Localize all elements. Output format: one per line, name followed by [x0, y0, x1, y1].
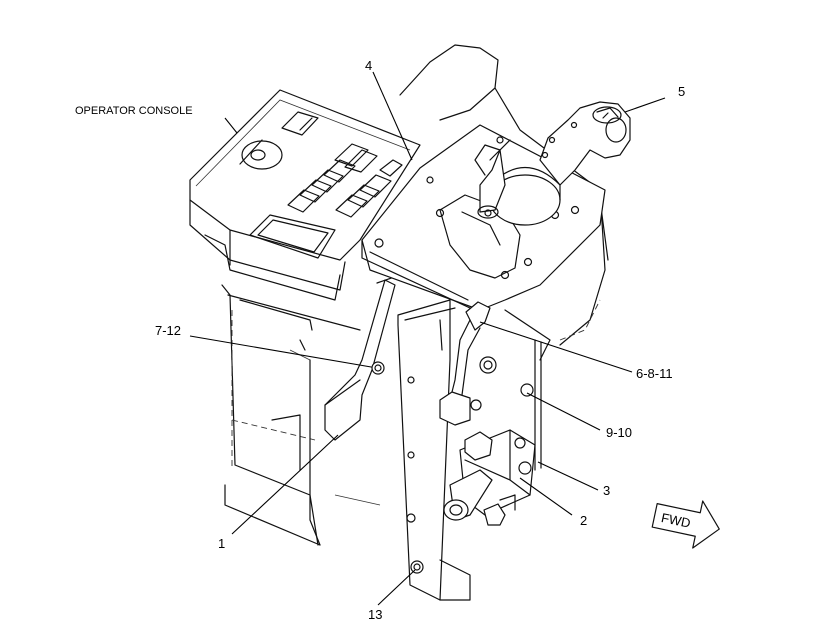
leader-lines — [189, 71, 666, 606]
callout-1: 1 — [218, 536, 225, 551]
linkage-switch — [439, 301, 491, 426]
operator-console — [189, 89, 421, 301]
operator-console-label: OPERATOR CONSOLE — [75, 105, 193, 117]
callout-9-10: 9-10 — [606, 425, 632, 440]
console-dial-icon — [239, 139, 283, 170]
console-switch-panel — [281, 111, 403, 218]
mounting-bolts — [479, 339, 542, 471]
valve-assembly — [443, 429, 536, 526]
cab-side-panel — [221, 284, 381, 546]
joystick-handle — [539, 101, 631, 186]
callout-5: 5 — [678, 84, 685, 99]
fwd-arrow: FWD — [651, 500, 720, 549]
callout-13: 13 — [368, 607, 382, 622]
support-plate — [397, 299, 471, 601]
callout-4: 4 — [365, 58, 372, 73]
callout-6-8-11: 6-8-11 — [636, 366, 673, 381]
callout-3: 3 — [603, 483, 610, 498]
fwd-label: FWD — [660, 510, 692, 531]
callout-2: 2 — [580, 513, 587, 528]
callout-7-12: 7-12 — [155, 323, 181, 338]
console-bracket — [324, 274, 401, 441]
console-display-window — [249, 214, 336, 259]
joystick-mount-plate — [361, 124, 606, 326]
